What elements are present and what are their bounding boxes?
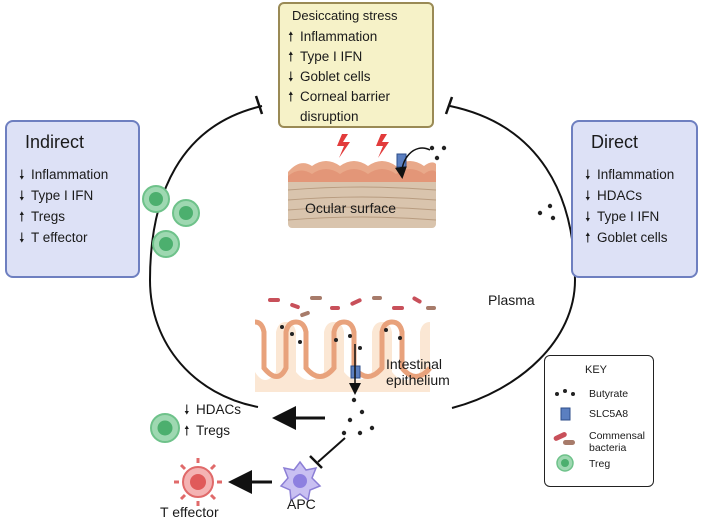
treg-icon [150, 413, 180, 443]
key-label-treg: Treg [589, 458, 611, 470]
indirect-list: 🠗 Inflammation 🠗 Type I IFN 🠕 Tregs 🠗 T effecto… [19, 165, 126, 249]
list-item-text: Type I IFN [597, 209, 660, 224]
t-effector-cell-icon [174, 458, 222, 506]
key-title: KEY [585, 364, 608, 376]
arrow-up-icon: 🠕 [288, 30, 294, 45]
key-icons [553, 389, 575, 472]
key-label-bacteria: Commensal bacteria [589, 430, 646, 454]
list-item: 🠗 T effector [19, 228, 126, 249]
direct-list: 🠗 Inflammation 🠗 HDACs 🠗 Type I IFN 🠕 Goblet ce… [585, 165, 684, 249]
arrow-up-icon: 🠕 [184, 424, 190, 439]
intestinal-epithelium [254, 319, 432, 392]
list-item: 🠕 Goblet cells [585, 228, 684, 249]
list-item: 🠕 Tregs [19, 207, 126, 228]
list-item-text: Inflammation [300, 29, 378, 44]
list-item: 🠗 Type I IFN [19, 186, 126, 207]
stress-title: Desiccating stress [292, 8, 398, 23]
ocular-surface-label: Ocular surface [305, 200, 397, 216]
left-inhibit-bar [254, 95, 264, 115]
list-item: 🠗 Goblet cells [288, 67, 424, 87]
t-effector-label: T effector [160, 504, 219, 520]
butyrate-icon [555, 389, 575, 396]
butyrate-dots [429, 145, 556, 221]
ocular-surface-tissue [287, 161, 437, 228]
commensal-bacteria [268, 296, 436, 318]
key-label-slc5a8: SLC5A8 [589, 408, 629, 420]
list-item: 🠗 Inflammation [19, 165, 126, 186]
list-item-text: HDACs [597, 188, 643, 203]
list-item: 🠕 Corneal barrier [288, 87, 424, 107]
list-item-text: Goblet cells [300, 69, 371, 84]
indirect-title: Indirect [25, 132, 85, 152]
stress-list: 🠕 Inflammation 🠕 Type I IFN 🠗 Goblet cells 🠕 Co… [288, 27, 424, 126]
apc-inhibit-line [317, 437, 346, 463]
left-cycle-arc [148, 105, 263, 408]
direct-title: Direct [591, 132, 639, 152]
list-item: 🠗 Type I IFN [585, 207, 684, 228]
list-item: 🠕 Type I IFN [288, 47, 424, 67]
list-item: 🠕 Inflammation [288, 27, 424, 47]
bacteria-icon [553, 432, 575, 445]
apc-label: APC [287, 496, 316, 512]
apc-inhibit-bar [309, 455, 323, 469]
desiccating-stress-box: Desiccating stress 🠕 Inflammation 🠕 Type I … [278, 2, 434, 128]
arrow-down-icon: 🠗 [288, 70, 294, 85]
list-item-text: T effector [31, 230, 88, 245]
butyrate-entry-arrow [394, 147, 431, 179]
list-item-text: HDACs [196, 402, 242, 417]
key-label-butyrate: Butyrate [589, 388, 629, 400]
plasma-label: Plasma [488, 292, 535, 308]
list-item-text: Tregs [31, 209, 66, 224]
list-item: 🠗 HDACs [585, 186, 684, 207]
list-item-text: Type I IFN [300, 49, 363, 64]
list-item: 🠕 Tregs [184, 421, 241, 442]
arrow-down-icon: 🠗 [585, 210, 591, 225]
intestinal-label-line2: epithelium [386, 372, 450, 388]
arrow-down-icon: 🠗 [585, 189, 591, 204]
arrow-up-icon: 🠕 [288, 50, 294, 65]
list-item: 🠗 HDACs [184, 400, 241, 421]
list-item-text: Corneal barrier [300, 89, 391, 104]
lightning-icon [376, 134, 389, 158]
arrow-up-icon: 🠕 [288, 90, 294, 105]
list-item-text: disruption [300, 109, 359, 124]
direct-effects-box: Direct 🠗 Inflammation 🠗 HDACs 🠗 Type I IFN 🠕 Go… [571, 120, 698, 278]
list-item-text: Tregs [196, 423, 231, 438]
slc5a8-icon [560, 407, 571, 421]
list-item-text: Inflammation [597, 167, 675, 182]
treg-cell-group [142, 185, 200, 258]
treg-icon [556, 454, 574, 472]
arrow-up-icon: 🠕 [19, 210, 25, 225]
arrow-down-icon: 🠗 [585, 168, 591, 183]
arrow-down-icon: 🠗 [19, 168, 25, 183]
list-item-text: Type I IFN [31, 188, 94, 203]
arrow-down-icon: 🠗 [19, 231, 25, 246]
treg-effects-list: 🠗 HDACs 🠕 Tregs [184, 400, 241, 442]
indirect-effects-box: Indirect 🠗Inflammation🠗Type I IFN🠕Tregs🠗… [5, 120, 140, 278]
intestinal-epithelium-label: Intestinal epithelium [386, 356, 450, 388]
arrow-up-icon: 🠕 [585, 231, 591, 246]
arrow-down-icon: 🠗 [184, 403, 190, 418]
lightning-icon [337, 134, 350, 158]
intestinal-label-line1: Intestinal [386, 356, 443, 372]
gut-butyrate-dots [280, 325, 402, 436]
list-item-text: Goblet cells [597, 230, 668, 245]
list-item: disruption [288, 107, 424, 126]
right-inhibit-bar [444, 96, 454, 115]
right-cycle-arc [449, 105, 577, 409]
apc-cell-icon [279, 460, 322, 502]
list-item-text: Inflammation [31, 167, 109, 182]
arrow-down-icon: 🠗 [19, 189, 25, 204]
list-item: 🠗 Inflammation [585, 165, 684, 186]
key-legend: KEY Butyrate SLC5A8 Commensal bacteria T… [544, 355, 654, 487]
